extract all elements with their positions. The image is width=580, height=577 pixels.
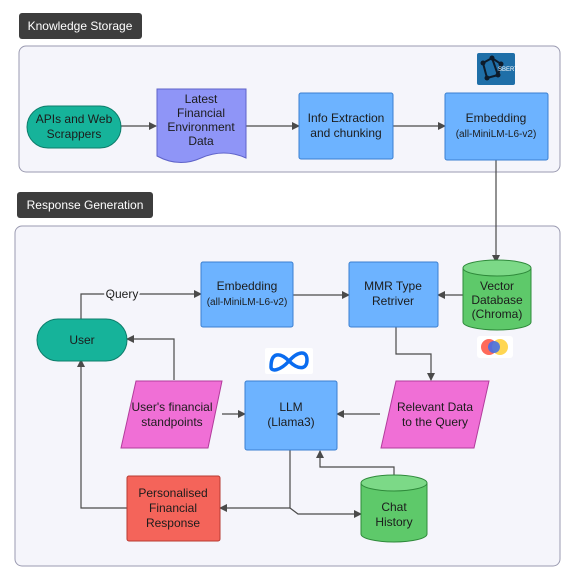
llm-line1: LLM	[279, 400, 302, 414]
relevant-data-line1: Relevant Data	[397, 400, 473, 414]
standpoints-line1: User's financial	[132, 400, 213, 414]
personalised-line2: Financial	[149, 501, 197, 515]
mmr-line2: Retriver	[372, 294, 414, 308]
personalised-response-node: Personalised Financial Response	[126, 475, 221, 542]
relevant-data-line2: to the Query	[402, 415, 468, 429]
embedding-mid-line2: (all-MiniLM-L6-v2)	[207, 297, 288, 308]
llm-line2: (Llama3)	[267, 415, 314, 429]
llm-node: LLM (Llama3)	[244, 380, 338, 451]
personalised-line1: Personalised	[138, 486, 207, 500]
latest-data-line1: Latest	[185, 92, 218, 106]
embedding-top-line1: Embedding	[466, 111, 527, 125]
chroma-logo-icon	[477, 336, 513, 358]
chat-history-node: Chat History	[360, 474, 428, 543]
embedding-mid-line1: Embedding	[217, 279, 278, 293]
vector-db-line3: (Chroma)	[472, 307, 523, 321]
knowledge-storage-tag: Knowledge Storage	[19, 13, 142, 39]
standpoints-line2: standpoints	[141, 415, 202, 429]
vector-db-line1: Vector	[480, 279, 514, 293]
apis-label-line1: APIs and Web	[36, 112, 113, 126]
query-label: Query	[106, 287, 139, 301]
edge-chathistory-to-llm	[316, 450, 395, 476]
knowledge-storage-title: Knowledge Storage	[28, 19, 133, 33]
user-node: User	[36, 318, 128, 362]
knowledge-storage-panel	[18, 45, 561, 173]
sbert-logo-text: SBERT	[498, 67, 518, 73]
edge-mmr-to-relevant	[395, 327, 435, 381]
latest-financial-data-node: Latest Financial Environment Data	[156, 88, 247, 163]
info-extraction-line2: and chunking	[310, 126, 381, 140]
meta-logo-icon	[265, 348, 313, 374]
latest-data-line2: Financial	[177, 106, 225, 120]
response-generation-title: Response Generation	[27, 198, 144, 212]
latest-data-line4: Data	[188, 134, 214, 148]
sbert-logo-icon: SBERT	[477, 53, 518, 85]
personalised-line3: Response	[146, 516, 200, 530]
vector-db-line2: Database	[471, 293, 523, 307]
apis-web-scrappers-node: APIs and Web Scrappers	[26, 105, 122, 149]
apis-label-line2: Scrappers	[47, 127, 102, 141]
edge-response-to-user	[77, 359, 127, 509]
chat-history-line1: Chat	[381, 500, 407, 514]
embedding-mid-node: Embedding (all-MiniLM-L6-v2)	[200, 261, 294, 328]
embedding-top-node: Embedding (all-MiniLM-L6-v2)	[444, 92, 549, 161]
edge-user-to-standpoints	[126, 335, 175, 380]
info-extraction-node: Info Extraction and chunking	[298, 92, 394, 160]
latest-data-line3: Environment	[167, 120, 235, 134]
mmr-retriever-node: MMR Type Retriver	[348, 261, 439, 328]
chat-history-line2: History	[375, 515, 412, 529]
edge-user-query-to-embedding	[80, 290, 202, 319]
user-label: User	[69, 333, 94, 347]
response-generation-tag: Response Generation	[17, 192, 153, 218]
user-financial-standpoints-node: User's financial standpoints	[120, 380, 223, 449]
edge-llm-to-chathistory	[289, 507, 362, 518]
relevant-data-node: Relevant Data to the Query	[380, 380, 490, 449]
embedding-top-line2: (all-MiniLM-L6-v2)	[456, 129, 537, 140]
mmr-line1: MMR Type	[364, 279, 422, 293]
info-extraction-line1: Info Extraction	[308, 111, 385, 125]
vector-database-node: Vector Database (Chroma)	[462, 259, 532, 331]
